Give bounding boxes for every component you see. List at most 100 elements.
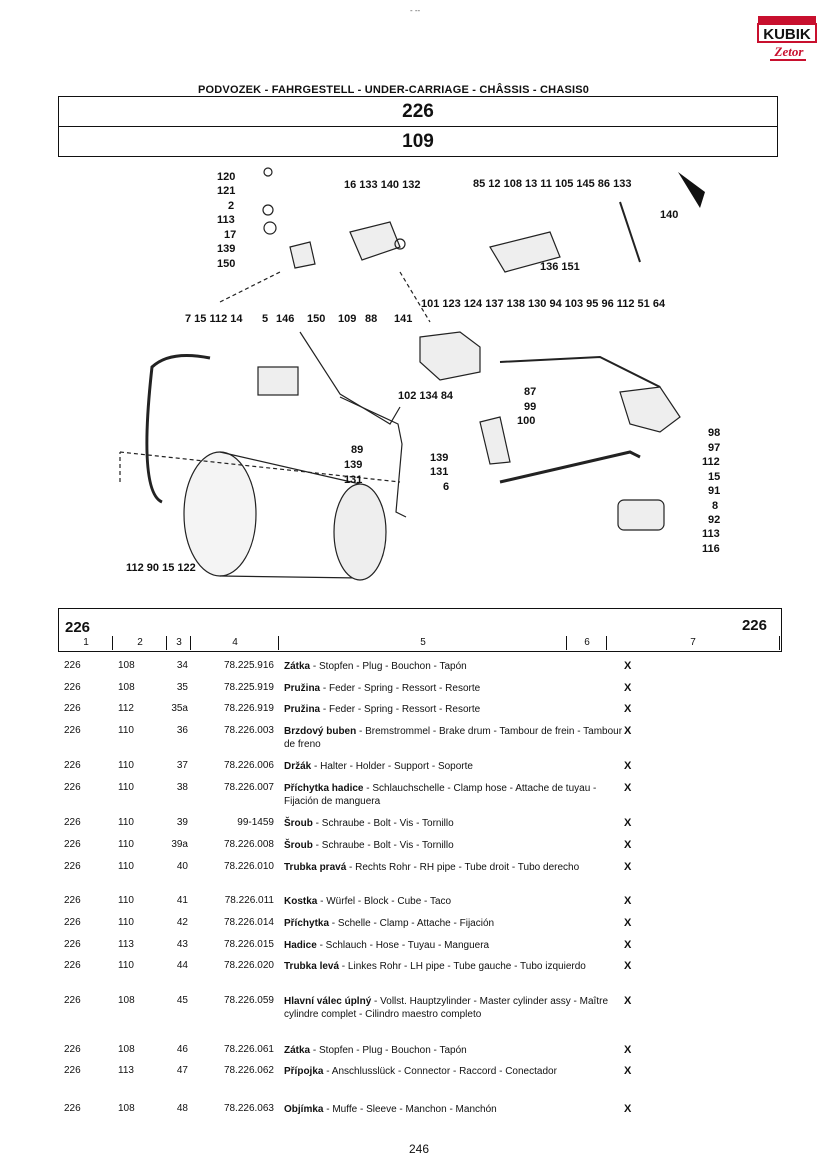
description-translations: - Halter - Holder - Support - Soporte: [311, 761, 473, 772]
group-code: 226: [402, 101, 434, 122]
callout-label: 88: [365, 313, 378, 325]
callout-label: 87: [524, 386, 537, 398]
callout-label: 101 123 124 137 138 130 94 103 95 96 112…: [421, 298, 666, 310]
callout-label: 5: [262, 313, 269, 325]
cell-group: 226: [64, 861, 81, 872]
cell-group: 226: [64, 782, 81, 793]
cell-group: 226: [64, 895, 81, 906]
cell-part-number: 78.226.020: [223, 960, 274, 971]
cell-part-number: 78.226.003: [223, 725, 274, 736]
description-translations: - Schraube - Bolt - Vis - Tornillo: [312, 840, 454, 851]
cell-mark: X: [624, 782, 632, 794]
cell-group: 226: [64, 839, 81, 850]
cell-description: Pružina - Feder - Spring - Ressort - Res…: [284, 682, 624, 695]
cell-description: Držák - Halter - Holder - Support - Sopo…: [284, 760, 624, 773]
callout-label: 99: [524, 401, 537, 413]
description-translations: - Schelle - Clamp - Attache - Fijación: [329, 918, 495, 929]
cell-mark: X: [624, 960, 632, 972]
cell-description: Přípojka - Anschlusslück - Connector - R…: [284, 1065, 624, 1078]
description-czech: Brzdový buben: [284, 726, 357, 737]
cell-mark: X: [624, 939, 632, 951]
callout-label: 109: [338, 313, 357, 325]
callout-label: 139: [217, 243, 236, 255]
description-translations: - Linkes Rohr - LH pipe - Tube gauche - …: [339, 961, 586, 972]
cell-subgroup: 108: [118, 995, 135, 1006]
description-translations: - Feder - Spring - Ressort - Resorte: [320, 683, 481, 694]
description-czech: Pružina: [284, 704, 321, 715]
cell-group: 226: [64, 1103, 81, 1114]
callout-label: 131: [344, 474, 363, 486]
cell-position: 35a: [171, 703, 188, 714]
description-czech: Příchytka: [284, 918, 330, 929]
cell-part-number: 78.226.014: [223, 917, 274, 928]
description-translations: - Bremstrommel - Brake drum - Tambour de…: [284, 726, 623, 750]
callout-label: 141: [394, 313, 413, 325]
callout-label: 140: [660, 209, 679, 221]
cell-subgroup: 110: [118, 817, 134, 828]
description-translations: - Stopfen - Plug - Bouchon - Tapón: [310, 1045, 467, 1056]
description-translations: - Muffe - Sleeve - Manchon - Manchón: [323, 1104, 497, 1115]
cell-subgroup: 110: [118, 839, 134, 850]
description-czech: Hadice: [284, 940, 317, 951]
cell-group: 226: [64, 703, 81, 714]
callout-label: 112: [702, 456, 720, 468]
cell-mark: X: [624, 682, 632, 694]
cell-subgroup: 110: [118, 760, 134, 771]
cell-description: Trubka levá - Linkes Rohr - LH pipe - Tu…: [284, 960, 624, 973]
cell-description: Pružina - Feder - Spring - Ressort - Res…: [284, 703, 624, 716]
callout-label: 116: [702, 543, 720, 555]
callout-label: 120: [217, 171, 236, 183]
cell-mark: X: [624, 895, 632, 907]
callout-label: 100: [517, 415, 536, 427]
cell-description: Trubka pravá - Rechts Rohr - RH pipe - T…: [284, 861, 624, 874]
cell-position: 39a: [171, 839, 188, 850]
cell-mark: X: [624, 995, 632, 1007]
cell-position: 48: [176, 1103, 188, 1114]
cell-position: 44: [176, 960, 188, 971]
cell-position: 35: [176, 682, 188, 693]
cell-position: 46: [176, 1044, 188, 1055]
cell-group: 226: [64, 939, 81, 950]
cell-position: 42: [176, 917, 188, 928]
cell-description: Objímka - Muffe - Sleeve - Manchon - Man…: [284, 1103, 624, 1116]
sub-code-box: 109: [58, 126, 778, 157]
description-czech: Zátka: [284, 1045, 311, 1056]
table-code-left: 226: [65, 619, 91, 636]
cell-part-number: 78.225.919: [223, 682, 274, 693]
cell-mark: X: [624, 1044, 632, 1056]
cell-mark: X: [624, 917, 632, 929]
column-header: 7: [606, 636, 780, 650]
cell-group: 226: [64, 660, 81, 671]
cell-mark: X: [624, 725, 632, 737]
cell-part-number: 78.226.010: [223, 861, 274, 872]
cell-group: 226: [64, 1065, 81, 1076]
description-czech: Kostka: [284, 896, 318, 907]
cell-mark: X: [624, 817, 632, 829]
exploded-parts-diagram: [119, 167, 705, 581]
description-translations: - Würfel - Block - Cube - Taco: [317, 896, 452, 907]
cell-subgroup: 108: [118, 682, 135, 693]
callout-label: 136 151: [540, 261, 580, 273]
description-translations: - Stopfen - Plug - Bouchon - Tapón: [310, 661, 467, 672]
cell-group: 226: [64, 725, 81, 736]
column-header-row: 1 2 3 4 5 6 7: [58, 636, 780, 650]
cell-description: Příchytka - Schelle - Clamp - Attache - …: [284, 917, 624, 930]
parts-table-header: 226 226: [58, 608, 782, 652]
cell-position: 37: [176, 760, 188, 771]
svg-text:Zetor: Zetor: [774, 44, 805, 59]
cell-group: 226: [64, 1044, 81, 1055]
description-czech: Šroub: [284, 840, 313, 851]
cell-subgroup: 110: [118, 861, 134, 872]
cell-description: Kostka - Würfel - Block - Cube - Taco: [284, 895, 624, 908]
cell-subgroup: 110: [118, 725, 134, 736]
callout-label: 97: [708, 442, 721, 454]
callout-label: 150: [307, 313, 326, 325]
cell-part-number: 78.226.062: [223, 1065, 274, 1076]
description-translations: - Schraube - Bolt - Vis - Tornillo: [312, 818, 454, 829]
cell-description: Hlavní válec úplný - Vollst. Hauptzylind…: [284, 995, 624, 1021]
cell-mark: X: [624, 861, 632, 873]
column-header: 6: [566, 636, 607, 650]
cell-mark: X: [624, 1065, 632, 1077]
svg-text:KUBIK: KUBIK: [763, 26, 811, 43]
column-header: 3: [166, 636, 191, 650]
